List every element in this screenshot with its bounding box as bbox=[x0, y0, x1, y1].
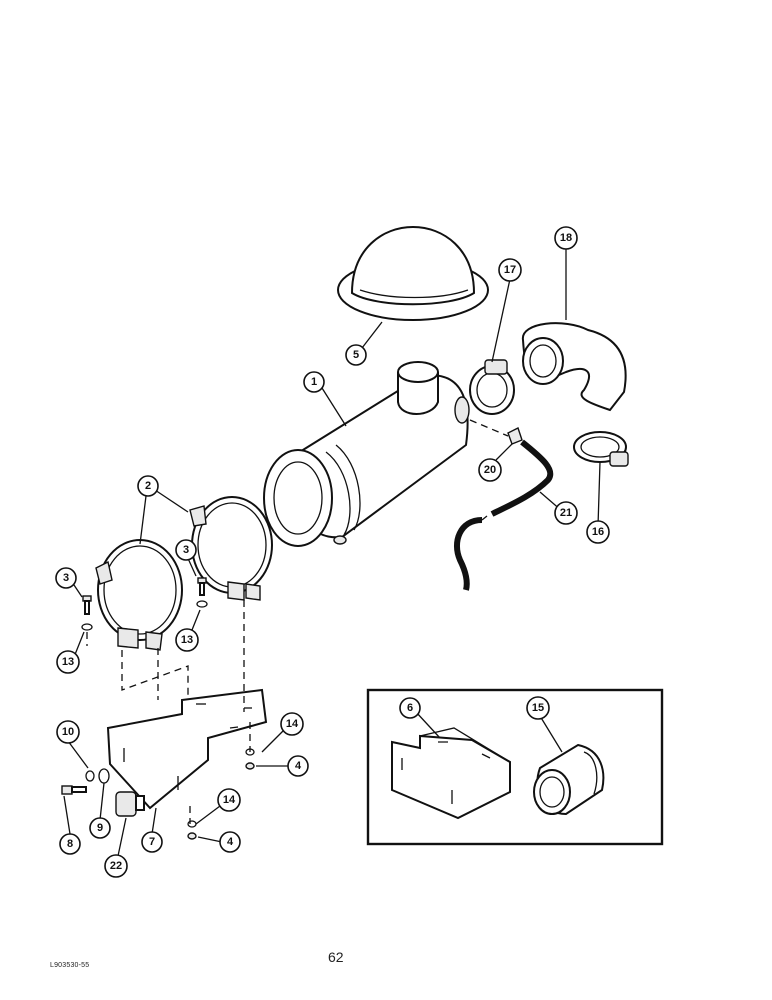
svg-text:20: 20 bbox=[484, 464, 496, 476]
bracket-6 bbox=[391, 734, 511, 820]
svg-text:3: 3 bbox=[63, 572, 69, 584]
callout-1: 1 bbox=[303, 371, 325, 393]
svg-text:7: 7 bbox=[149, 836, 155, 848]
elbow-hose-part bbox=[521, 322, 627, 412]
mounting-band-right bbox=[189, 496, 273, 601]
callout-17: 17 bbox=[498, 258, 522, 282]
callout-13-right: 13 bbox=[175, 628, 199, 652]
svg-text:10: 10 bbox=[62, 726, 74, 738]
callout-9: 9 bbox=[89, 817, 111, 839]
callout-15: 15 bbox=[526, 696, 550, 720]
alignment-line-left bbox=[86, 632, 189, 700]
svg-text:5: 5 bbox=[353, 349, 359, 361]
callout-3-right: 3 bbox=[175, 539, 197, 561]
vacuator-hose-part bbox=[454, 439, 554, 591]
page-number: 62 bbox=[328, 949, 344, 965]
hose-clamp-17 bbox=[469, 359, 515, 415]
coupling-15 bbox=[533, 743, 605, 816]
svg-text:13: 13 bbox=[181, 634, 193, 646]
washer-10 bbox=[85, 770, 95, 782]
air-cleaner-body bbox=[263, 361, 470, 547]
alignment-line-mid bbox=[157, 600, 245, 712]
svg-text:13: 13 bbox=[62, 656, 74, 668]
callout-4-upper: 4 bbox=[287, 755, 309, 777]
callout-2: 2 bbox=[137, 475, 159, 497]
nut-4-lower bbox=[187, 820, 197, 840]
callout-20: 20 bbox=[478, 458, 502, 482]
figure-code: L903530-55 bbox=[50, 962, 90, 969]
callout-22: 22 bbox=[104, 854, 128, 878]
callout-8: 8 bbox=[59, 833, 81, 855]
svg-text:21: 21 bbox=[560, 507, 572, 519]
vacuator-valve-22 bbox=[115, 791, 145, 817]
svg-text:18: 18 bbox=[560, 232, 572, 244]
washer-9 bbox=[98, 768, 110, 784]
bolt-3-left bbox=[81, 595, 93, 631]
callout-16: 16 bbox=[586, 520, 610, 544]
svg-text:14: 14 bbox=[286, 718, 299, 730]
mounting-bracket-7 bbox=[106, 688, 268, 810]
callout-10: 10 bbox=[56, 720, 80, 744]
callout-6: 6 bbox=[399, 697, 421, 719]
callout-18: 18 bbox=[554, 226, 578, 250]
svg-text:6: 6 bbox=[407, 702, 413, 714]
svg-text:9: 9 bbox=[97, 822, 103, 834]
svg-text:1: 1 bbox=[311, 376, 317, 388]
dome-cap-part bbox=[337, 226, 489, 321]
svg-text:8: 8 bbox=[67, 838, 73, 850]
bolt-8 bbox=[61, 785, 87, 795]
fitting-part bbox=[469, 419, 523, 445]
svg-text:22: 22 bbox=[110, 860, 122, 872]
svg-text:2: 2 bbox=[145, 480, 151, 492]
mounting-band-left bbox=[95, 539, 183, 651]
callout-21: 21 bbox=[554, 501, 578, 525]
svg-text:4: 4 bbox=[227, 836, 234, 848]
svg-text:3: 3 bbox=[183, 544, 189, 556]
callout-4-lower: 4 bbox=[219, 831, 241, 853]
svg-text:17: 17 bbox=[504, 264, 516, 276]
nut-4-upper bbox=[245, 748, 255, 770]
bolt-3-right bbox=[196, 577, 208, 608]
callout-7: 7 bbox=[141, 831, 163, 853]
svg-text:14: 14 bbox=[223, 794, 236, 806]
callout-5: 5 bbox=[345, 344, 367, 366]
hose-clamp-16 bbox=[573, 431, 629, 467]
callout-3-left: 3 bbox=[55, 567, 77, 589]
callout-14-upper: 14 bbox=[280, 712, 304, 736]
svg-text:15: 15 bbox=[532, 702, 544, 714]
svg-text:4: 4 bbox=[295, 760, 302, 772]
svg-text:16: 16 bbox=[592, 526, 604, 538]
inset-box bbox=[366, 688, 664, 846]
callout-13-left: 13 bbox=[56, 650, 80, 674]
callout-14-lower: 14 bbox=[217, 788, 241, 812]
